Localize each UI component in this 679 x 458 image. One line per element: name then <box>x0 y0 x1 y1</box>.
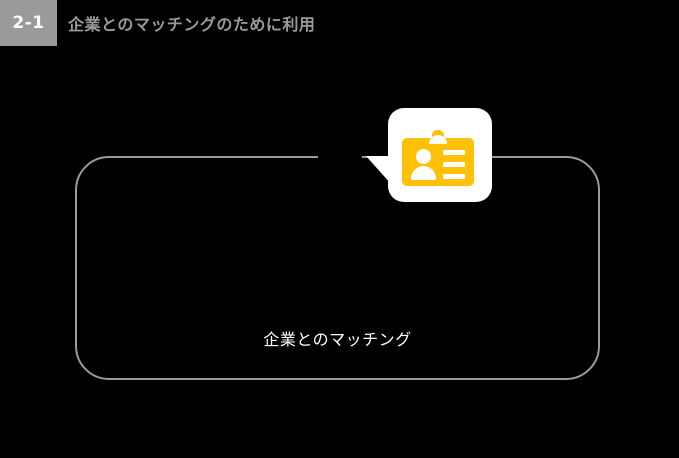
id-card-avatar-body <box>411 166 436 180</box>
section-number-badge: 2-1 <box>0 0 57 46</box>
callout-card: ※ <box>388 108 492 202</box>
id-card-callout: ※ <box>366 108 492 204</box>
section-number-label: 2-1 <box>12 12 45 33</box>
id-card-avatar-head <box>416 149 431 164</box>
id-card-icon <box>402 130 474 186</box>
id-card-clip-notch <box>429 135 447 144</box>
matching-container-label: 企業とのマッチング <box>263 330 412 349</box>
border-gap-mask <box>318 150 362 164</box>
page-title: 企業とのマッチングのために利用 <box>68 15 316 34</box>
id-card-text-line-2 <box>443 162 465 167</box>
id-card-text-line-1 <box>443 150 465 155</box>
reference-mark-icon: ※ <box>474 116 487 134</box>
id-card-text-line-3 <box>443 174 465 179</box>
